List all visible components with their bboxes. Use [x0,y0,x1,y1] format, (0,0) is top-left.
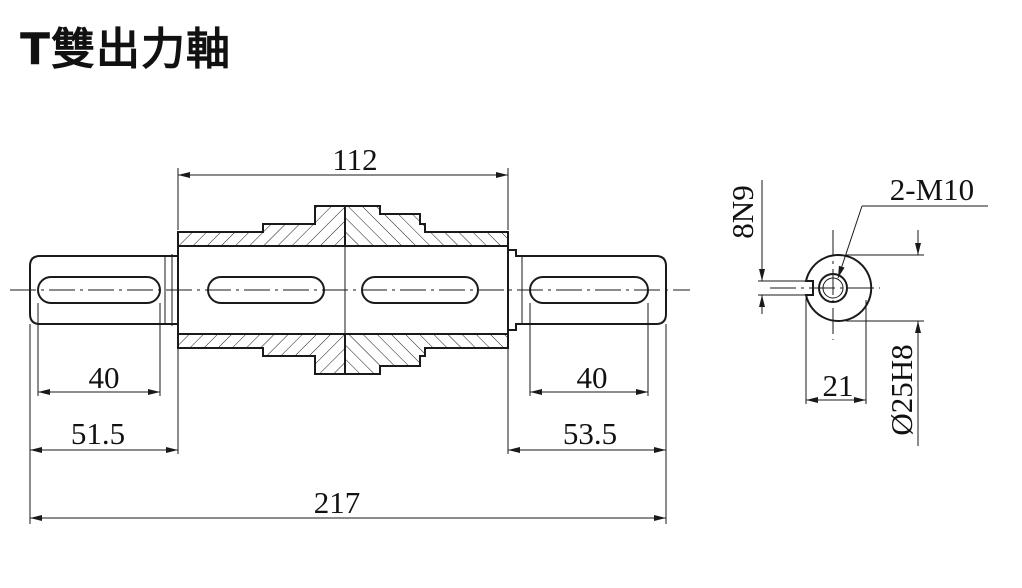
thread-label: 2-M10 [890,172,974,207]
thread-hole-outer [818,273,848,303]
end-view [770,230,880,340]
sleeve-lower-right [344,333,509,375]
side-view-dimensions: 112 40 40 51.5 53.5 217 [29,142,667,524]
dim-keyway-width: 8N9 [725,185,760,238]
dim-key-right: 40 [577,360,608,395]
right-keyway [529,276,649,304]
dim-key-left: 40 [89,360,120,395]
dim-sleeve-length: 112 [332,142,377,177]
sleeve-upper-right [344,205,509,247]
page-title: T雙出力軸 [20,24,232,75]
dim-total-length: 217 [314,485,361,520]
inner-keyway-right [361,276,479,304]
dim-shaft-diameter: Ø25H8 [884,344,919,435]
left-keyway [37,276,161,304]
sleeve-upper-left [177,205,346,247]
thread-hole-inner [822,277,844,299]
left-shaft-end [29,254,178,326]
end-view-shaft-outline [804,254,873,322]
dim-key-depth: 21 [823,368,854,403]
right-shaft-end [508,249,667,331]
inner-keyway-left [207,276,325,304]
dim-right-extension: 53.5 [563,416,617,451]
sleeve-lower-left [177,333,346,375]
dim-left-extension: 51.5 [71,416,125,451]
side-view [10,205,690,375]
end-view-dimensions: 8N9 2-M10 21 Ø25H8 [725,172,988,446]
